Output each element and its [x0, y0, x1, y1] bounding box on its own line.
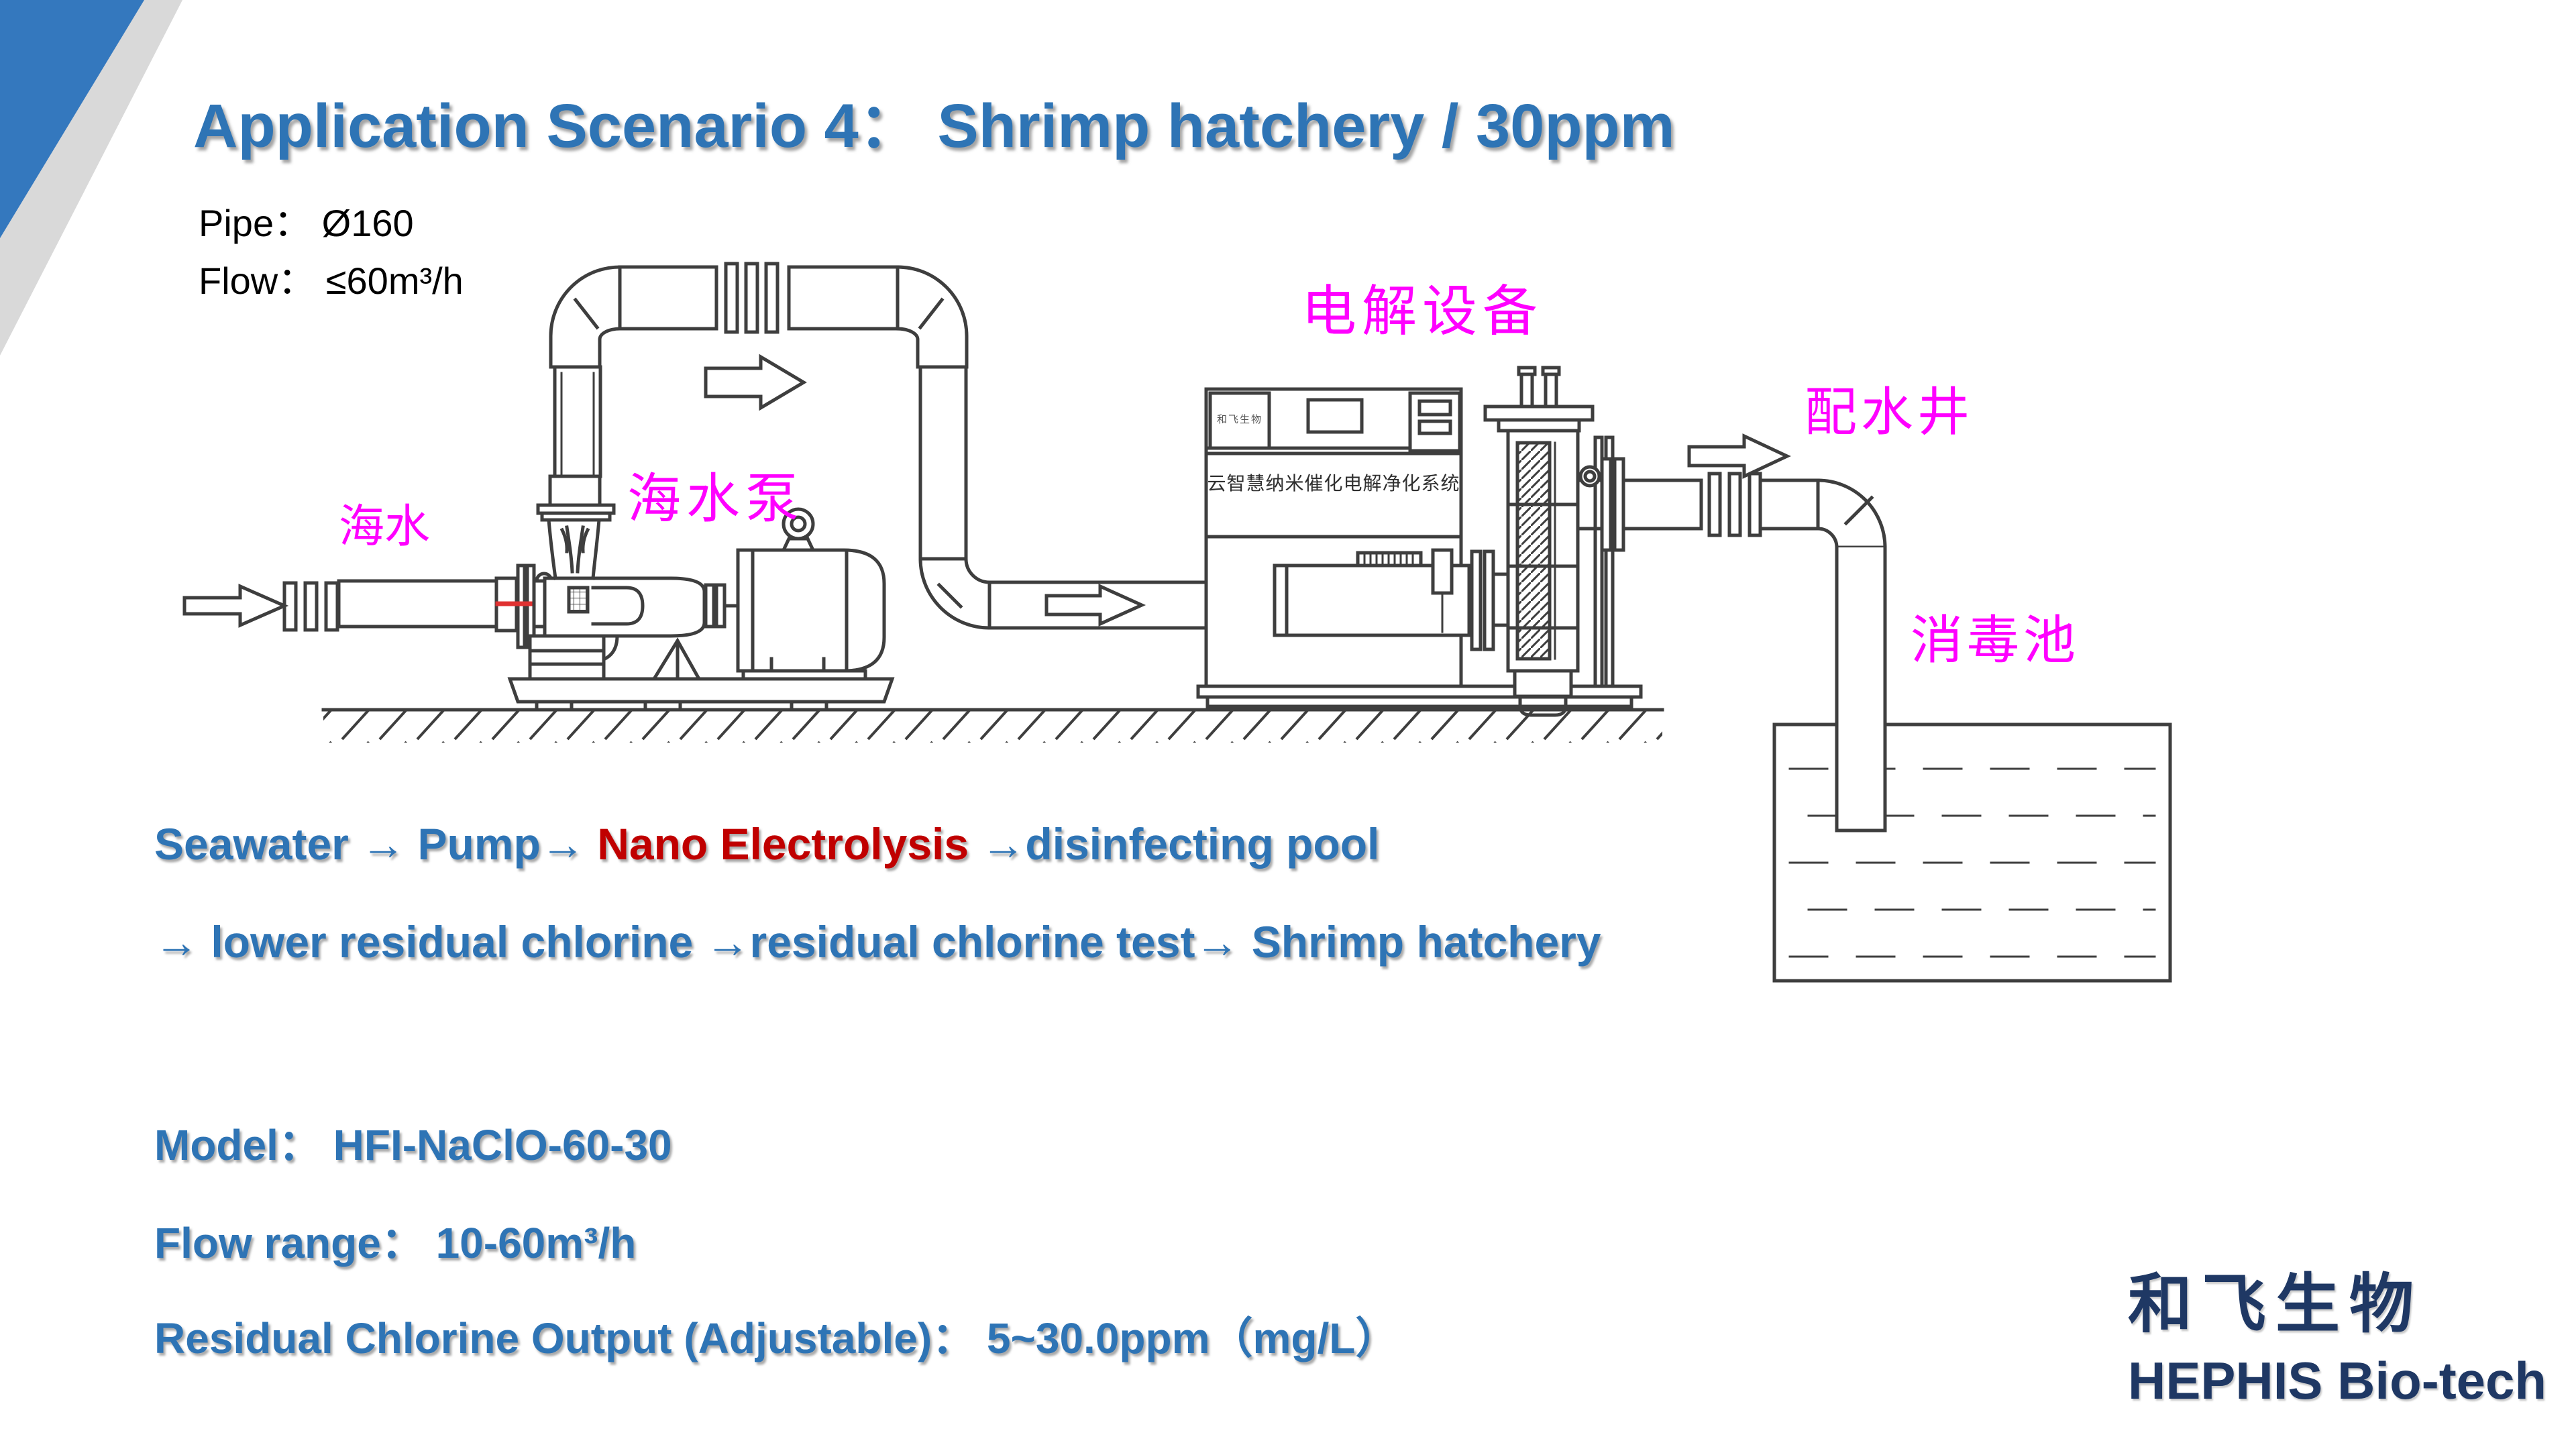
outlet-pipe [1576, 457, 1887, 552]
inlet-pipe [282, 564, 576, 649]
residual-chlorine-line: Residual Chlorine Output (Adjustable)： 5… [154, 1314, 1399, 1362]
process-flow-line1: Seawater → Pump→ Nano Electrolysis →disi… [154, 820, 1379, 869]
process-flow-line1-highlight: Nano Electrolysis [597, 819, 969, 869]
electrode-column [1483, 366, 1615, 717]
label-disinfecting-pool: 消毒池 [1911, 610, 2080, 669]
spec-flow: Flow： ≤60m³/h [199, 260, 464, 302]
corner-decoration [0, 0, 182, 356]
corner-blue-triangle [0, 0, 144, 238]
cabinet-brand-text: 和飞生物 [1216, 414, 1263, 425]
outlet-downpipe [1835, 545, 1887, 833]
mid-flow-arrow [1044, 584, 1146, 627]
disinfecting-pool-tank [1772, 722, 2172, 983]
seawater-pump [507, 474, 895, 712]
flow-range-line: Flow range： 10-60m³/h [154, 1219, 637, 1267]
flow-arrows [182, 354, 1791, 628]
discharge-pipe-loop [549, 262, 1279, 630]
label-electrolysis-equipment: 电解设备 [1301, 281, 1544, 342]
label-seawater-pump: 海水泵 [627, 469, 804, 529]
top-flow-arrow [704, 354, 807, 411]
label-seawater: 海水 [339, 501, 431, 552]
electrolysis-unit [1196, 366, 1643, 717]
cabinet-system-name: 云智慧纳米催化电解净化系统 [1207, 473, 1460, 494]
process-flow-line1-part2: →disinfecting pool [969, 819, 1380, 869]
inlet-flow-arrow [182, 584, 289, 628]
process-flow-line1-part1: Seawater → Pump→ [154, 819, 598, 869]
logo-english: HEPHIS Bio-tech [2128, 1351, 2547, 1410]
label-water-distribution-well: 配水井 [1805, 382, 1974, 441]
model-line: Model： HFI-NaClO-60-30 [154, 1121, 672, 1169]
logo-chinese: 和飞生物 [2128, 1269, 2423, 1340]
process-flow-line2: → lower residual chlorine →residual chlo… [154, 917, 1601, 967]
outlet-flow-arrow [1687, 433, 1791, 479]
cabinet-display [1306, 398, 1364, 434]
ground-line [321, 708, 1664, 743]
slide-title: Application Scenario 4： Shrimp hatchery … [193, 92, 1675, 160]
spec-pipe: Pipe： Ø160 [199, 202, 414, 244]
dosing-injector [1431, 548, 1454, 595]
cabinet-brand-plate [1208, 391, 1271, 450]
